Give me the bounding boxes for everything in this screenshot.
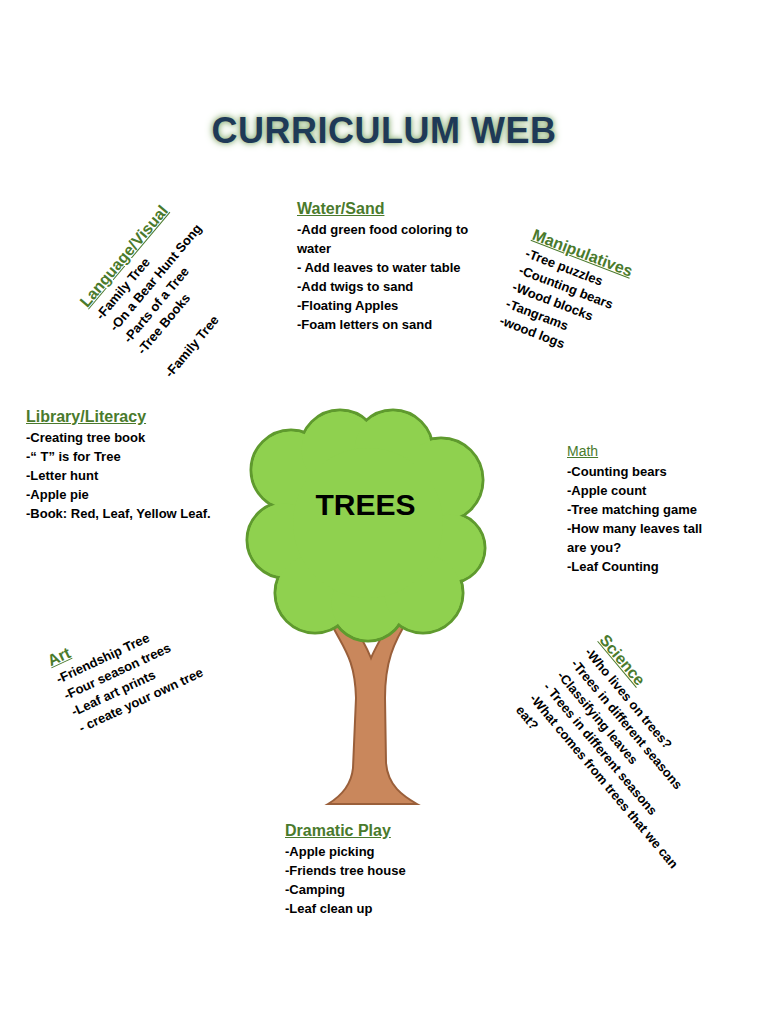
activity-item: -Camping — [285, 880, 455, 899]
activity-item: -Apple picking — [285, 842, 455, 861]
activity-item: -Apple pie — [26, 485, 226, 504]
activity-item: -Letter hunt — [26, 466, 226, 485]
activity-item: -Add twigs to sand — [297, 277, 482, 296]
activity-group: Water/Sand-Add green food coloring to wa… — [297, 198, 482, 334]
activity-item: -Leaf Counting — [567, 557, 717, 576]
activity-group: Dramatic Play-Apple picking-Friends tree… — [285, 820, 455, 918]
activity-group: Language/Visual-Family Tree-On a Bear Hu… — [75, 195, 261, 382]
activity-item: -Apple count — [567, 481, 717, 500]
activity-group: Science-Who lives on trees?-Trees in dif… — [511, 630, 762, 894]
activity-group: Math-Counting bears-Apple count-Tree mat… — [567, 440, 717, 576]
category-heading: Math — [567, 440, 717, 462]
activity-item: -Friends tree house — [285, 861, 455, 880]
activity-item: - Add leaves to water table — [297, 258, 482, 277]
activity-group: Art-Friendship Tree-Four season trees-Le… — [44, 591, 215, 737]
activity-item: -Tree matching game — [567, 500, 717, 519]
activity-item: -Counting bears — [567, 462, 717, 481]
category-heading: Library/Literacy — [26, 406, 226, 428]
page-title: CURRICULUM WEB — [0, 110, 768, 152]
tree-illustration — [243, 408, 488, 808]
node-title: TREES — [243, 488, 488, 522]
activity-item: -How many leaves tall are you? — [567, 519, 717, 557]
activity-item: -Floating Apples — [297, 296, 482, 315]
tree-node: TREES — [243, 408, 488, 808]
activity-item: -Book: Red, Leaf, Yellow Leaf. — [26, 504, 226, 523]
activity-group: Library/Literacy-Creating tree book-“ T”… — [26, 406, 226, 523]
category-heading: Dramatic Play — [285, 820, 455, 842]
activity-item: -Add green food coloring to water — [297, 220, 482, 258]
activity-item: -“ T” is for Tree — [26, 447, 226, 466]
activity-item: -Foam letters on sand — [297, 315, 482, 334]
category-heading: Water/Sand — [297, 198, 482, 220]
activity-item: -Leaf clean up — [285, 899, 455, 918]
activity-item: -Creating tree book — [26, 428, 226, 447]
activity-group: Manipulatives-Tree puzzles-Counting bear… — [497, 224, 636, 366]
